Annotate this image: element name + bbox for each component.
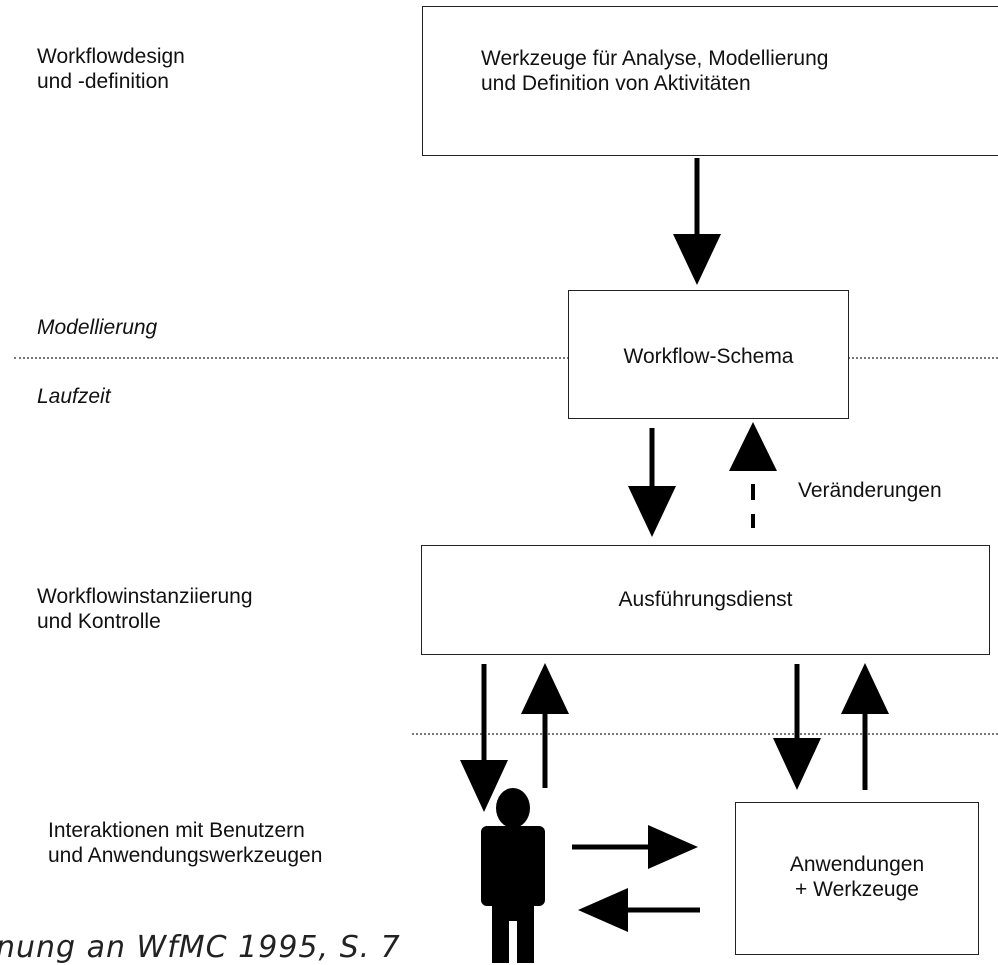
applications-label: Anwendungen + Werkzeuge: [789, 853, 925, 901]
arrow-user-to-applications: [572, 825, 698, 869]
arrow-execution-to-user: [460, 664, 508, 812]
tools-box-text: Werkzeuge für Analyse, Modellierung und …: [481, 47, 829, 95]
arrow-tools-to-schema: [673, 158, 721, 285]
arrow-applications-to-execution: [841, 663, 889, 790]
user-figure-icon: [481, 788, 545, 963]
changes-label: Veränderungen: [798, 479, 942, 502]
label-user-interaction: Interaktionen mit Benutzern und Anwendun…: [48, 819, 323, 867]
interaction-separator: [412, 733, 998, 735]
modelling-runtime-separator-right: [848, 357, 998, 359]
workflow-schema-label: Workflow-Schema: [623, 345, 794, 368]
modelling-runtime-separator-left: [14, 357, 569, 359]
arrow-changes-to-schema: [729, 422, 777, 528]
execution-service-label: Ausführungsdienst: [618, 588, 793, 611]
arrow-execution-to-applications: [773, 664, 821, 790]
label-workflow-instantiation: Workflowinstanziierung und Kontrolle: [37, 585, 253, 633]
source-caption: nung an WfMC 1995, S. 7: [0, 930, 401, 965]
arrow-schema-to-execution: [628, 428, 676, 537]
arrow-applications-to-user: [578, 888, 700, 932]
workflow-schema-box: [568, 290, 849, 419]
label-runtime: Laufzeit: [37, 385, 111, 408]
label-modelling: Modellierung: [37, 316, 158, 339]
execution-service-box: [421, 545, 990, 655]
arrow-user-to-execution: [521, 663, 569, 788]
label-workflow-design: Workflowdesign und -definition: [37, 45, 185, 93]
applications-box: [735, 802, 979, 955]
tools-box: [422, 6, 998, 156]
